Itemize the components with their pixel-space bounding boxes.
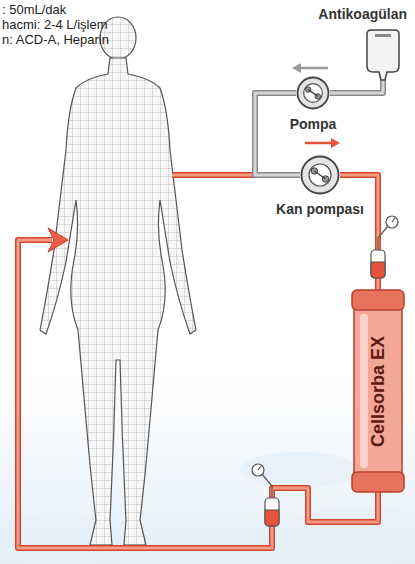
parameter-notes: : 50mL/dakhacmi: 2-4 L/işlemn: ACD-A, He… bbox=[2, 2, 109, 47]
parameter-note: hacmi: 2-4 L/işlem bbox=[2, 17, 109, 32]
node-label: Antikoagülan bbox=[318, 6, 407, 22]
parameter-note: : 50mL/dak bbox=[2, 2, 109, 17]
node-label: Kan pompası bbox=[276, 201, 364, 217]
tubing-line bbox=[330, 80, 383, 93]
column-label: Cellsorba EX bbox=[369, 335, 388, 447]
tubing-line bbox=[255, 93, 300, 175]
parameter-note: n: ACD-A, Heparin bbox=[2, 32, 109, 47]
anticoagulant-bag: Antikoagülan bbox=[363, 28, 403, 80]
pump-outline bbox=[296, 76, 330, 110]
human-figure bbox=[40, 17, 196, 545]
node-label: Pompa bbox=[290, 116, 337, 132]
blood-pump-symbol: Kan pompası bbox=[300, 155, 340, 195]
adsorption-column: Cellsorba EX bbox=[352, 290, 404, 492]
pump-outline bbox=[300, 155, 340, 195]
bag-outline bbox=[363, 28, 403, 80]
pump-symbol: Pompa bbox=[296, 76, 330, 110]
